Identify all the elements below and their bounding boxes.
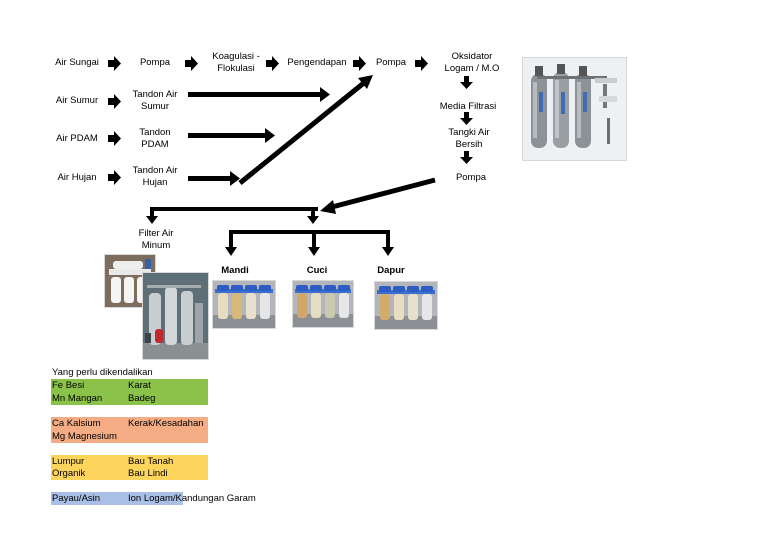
mandi-filter-photo (212, 280, 276, 329)
table-row: Fe Besi Karat (51, 379, 208, 392)
table-row: Payau/Asin Ion Logam/Kandungan Garam (51, 492, 256, 505)
arrow-to-cuci (308, 247, 320, 256)
table-cell-right: Kerak/Kesadahan (128, 418, 204, 429)
label-tandon-hujan: Tandon Air Hujan (132, 165, 178, 188)
label-koagulasi: Koagulasi - Flokulasi (212, 51, 260, 74)
label-oksidator: Oksidator Logam / M.O (444, 51, 500, 74)
label-pompa-1: Pompa (139, 57, 171, 68)
arrow-pdam-tandon (108, 131, 121, 146)
arrow-tandon-sumur-long (188, 87, 330, 102)
table-cell-left: Lumpur (52, 456, 85, 467)
table-row: Lumpur Bau Tanah (51, 455, 208, 468)
arrow-hujan-diagonal (238, 80, 367, 185)
arrow-to-dapur (382, 247, 394, 256)
table-row: Mg Magnesium (51, 430, 208, 443)
cuci-filter-photo (292, 280, 354, 328)
table-cell-left: Mg Magnesium (52, 431, 117, 442)
label-air-hujan: Air Hujan (57, 172, 97, 183)
label-pompa-2: Pompa (375, 57, 407, 68)
label-tangki-bersih: Tangki Air Bersih (448, 127, 490, 150)
label-tandon-pdam: Tandon PDAM (139, 127, 171, 150)
label-mandi: Mandi (221, 265, 249, 276)
arrow-oksidator-media (460, 76, 473, 89)
label-air-sumur: Air Sumur (55, 95, 99, 106)
table-row: Mn Mangan Badeg (51, 392, 208, 405)
arrow-to-filter-minum (146, 216, 158, 224)
arrow-tandon-pdam-long (188, 128, 275, 143)
table-row: Organik Bau Lindi (51, 467, 208, 480)
table-cell-right: Bau Lindi (128, 468, 168, 479)
table-cell-right: Ion Logam/Kandungan Garam (128, 493, 256, 504)
table-cell-right: Badeg (128, 393, 156, 404)
label-media-filtrasi: Media Filtrasi (439, 101, 497, 112)
arrow-pengendapan-pompa (353, 56, 366, 71)
filter-tanks-photo (522, 57, 627, 161)
table-cell-right: Karat (128, 380, 151, 391)
arrow-to-distribution (307, 216, 319, 224)
arrow-media-tangki (460, 112, 473, 125)
table-cell-right: Bau Tanah (128, 456, 174, 467)
arrow-pompa-koagulasi (185, 56, 198, 71)
arrow-tangki-pompa (460, 151, 473, 164)
arrow-pompa-oksidator (415, 56, 428, 71)
label-air-pdam: Air PDAM (56, 133, 98, 144)
table-cell-left: Fe Besi (52, 380, 85, 391)
table-cell-left: Payau/Asin (52, 493, 101, 504)
label-pompa-3: Pompa (455, 172, 487, 183)
label-dapur: Dapur (377, 265, 405, 276)
table-cell-left: Mn Mangan (52, 393, 103, 404)
dapur-filter-photo (374, 281, 438, 330)
label-filter-minum: Filter Air Minum (138, 228, 174, 251)
table-cell-left: Ca Kalsium (52, 418, 101, 429)
table-row: Ca Kalsium Kerak/Kesadahan (51, 417, 208, 430)
arrow-koagulasi-pengendapan (266, 56, 279, 71)
table-cell-left: Organik (52, 468, 86, 479)
arrow-pompa-distribution (331, 177, 436, 210)
arrow-hujan-tandon (108, 170, 121, 185)
label-air-sungai: Air Sungai (55, 57, 99, 68)
label-cuci: Cuci (306, 265, 328, 276)
arrow-sumur-tandon (108, 94, 121, 109)
table-header: Yang perlu dikendalikan (52, 367, 153, 378)
label-tandon-sumur: Tandon Air Sumur (132, 89, 178, 112)
label-pengendapan: Pengendapan (287, 57, 347, 68)
industrial-filter-photo (142, 272, 209, 360)
arrow-sungai-pompa (108, 56, 121, 71)
arrow-tandon-hujan-long (188, 171, 240, 186)
arrow-to-mandi (225, 247, 237, 256)
